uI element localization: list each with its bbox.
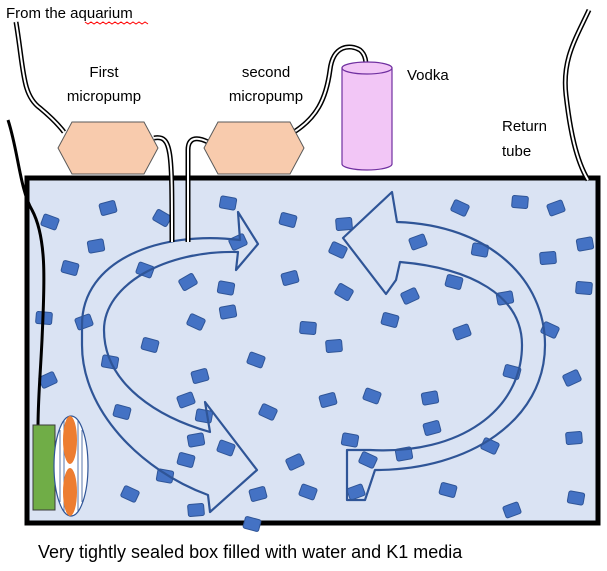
k1-media-piece — [299, 320, 317, 336]
label-pump2-line2: micropump — [229, 88, 303, 105]
k1-media-piece — [186, 432, 206, 448]
k1-media-piece — [216, 439, 236, 457]
k1-media-piece — [186, 313, 206, 331]
k1-media-piece — [86, 238, 106, 254]
k1-media-piece — [140, 337, 160, 353]
k1-media-piece — [40, 213, 60, 231]
k1-media-piece — [152, 209, 172, 227]
k1-media-piece — [438, 482, 458, 498]
first-micropump-icon — [57, 121, 159, 175]
flow-arrow-left — [80, 210, 260, 514]
pump2-inlet-tube-core — [187, 137, 209, 242]
k1-media-piece — [335, 216, 353, 232]
label-return-line2: tube — [502, 143, 531, 160]
k1-media-piece — [194, 408, 214, 424]
k1-media-piece — [176, 452, 196, 468]
k1-media-piece — [278, 212, 298, 228]
k1-media-piece — [98, 200, 118, 216]
k1-media-piece — [346, 483, 366, 501]
k1-media-piece — [218, 304, 238, 320]
label-vodka: Vodka — [407, 67, 449, 84]
k1-media-piece — [539, 250, 557, 266]
k1-media-piece — [511, 194, 529, 210]
k1-media-piece — [178, 273, 198, 291]
k1-media-piece — [60, 260, 80, 276]
k1-media-piece — [546, 199, 566, 217]
vodka-tube-core — [293, 46, 367, 133]
label-pump1-line2: micropump — [67, 88, 141, 105]
k1-media-piece — [176, 391, 196, 409]
k1-media-piece — [422, 420, 442, 436]
k1-media-piece — [228, 233, 248, 251]
k1-media-piece — [248, 486, 268, 502]
k1-media-piece — [218, 195, 238, 211]
k1-media-piece — [502, 501, 522, 519]
k1-media-piece — [187, 502, 205, 518]
k1-media-piece — [135, 261, 155, 279]
k1-media-piece — [420, 390, 440, 406]
vodka-container-icon — [341, 61, 393, 171]
k1-media-piece — [444, 274, 464, 290]
return-tube-core — [564, 9, 590, 181]
k1-media-piece — [340, 432, 360, 448]
k1-media-piece — [112, 404, 132, 420]
k1-media-piece — [452, 323, 472, 341]
k1-media-piece — [328, 241, 348, 259]
k1-media-piece — [408, 233, 428, 251]
label-return-line1: Return — [502, 118, 547, 135]
k1-media-piece — [575, 236, 595, 252]
label-pump2-line1: second — [242, 64, 290, 81]
label-pump1-line1: First — [89, 64, 119, 81]
k1-media-piece — [358, 451, 378, 469]
k1-media-piece — [575, 280, 593, 296]
caption: Very tightly sealed box filled with wate… — [38, 542, 463, 562]
k1-media-group — [35, 194, 595, 532]
k1-media-piece — [565, 430, 583, 446]
k1-media-piece — [216, 280, 236, 296]
k1-media-piece — [246, 351, 266, 369]
k1-media-piece — [120, 485, 140, 503]
pump1-outlet-tube-core — [153, 136, 173, 243]
k1-media-piece — [242, 516, 262, 532]
label-source: From the aquarium — [6, 5, 133, 22]
k1-media-piece — [450, 199, 470, 217]
k1-media-piece — [325, 338, 343, 354]
spell-check-underline — [84, 21, 149, 25]
k1-media-piece — [155, 468, 175, 484]
sealed-box — [24, 175, 601, 526]
intake-tube-core — [15, 21, 65, 133]
k1-media-piece — [400, 287, 420, 305]
fan-power-cable — [6, 119, 46, 429]
k1-media-piece — [190, 368, 210, 384]
k1-media-piece — [285, 453, 305, 471]
second-micropump-icon — [203, 121, 305, 175]
k1-media-piece — [258, 403, 278, 421]
k1-media-piece — [380, 312, 400, 328]
flow-arrows — [80, 190, 547, 514]
k1-media-piece — [318, 392, 338, 408]
fan-motor — [32, 424, 56, 511]
propeller-fan-icon — [53, 415, 89, 517]
k1-media-piece — [566, 490, 586, 506]
k1-media-piece — [562, 369, 582, 387]
k1-media-piece — [298, 483, 318, 501]
k1-media-piece — [334, 283, 354, 301]
flow-arrow-right — [341, 190, 547, 502]
k1-media-piece — [362, 387, 382, 405]
k1-media-piece — [280, 270, 300, 286]
